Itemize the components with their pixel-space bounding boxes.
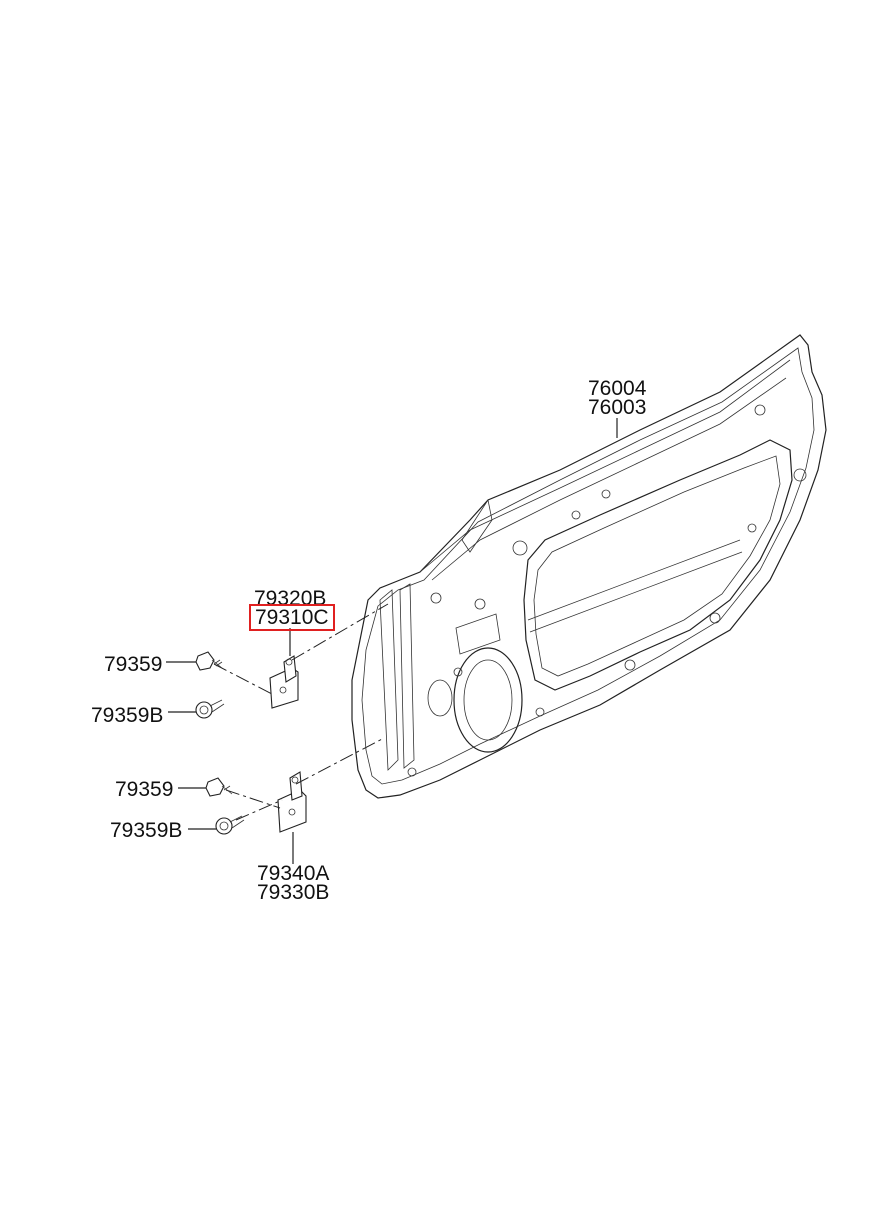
lower-hinge-axis-line xyxy=(295,737,385,785)
lower-hinge xyxy=(277,771,307,833)
upper-bolt-axis-line xyxy=(213,663,273,695)
label-79320B: 79320B xyxy=(254,587,327,610)
lower-bolt-axis-line-a xyxy=(225,789,281,809)
label-79359B-lower: 79359B xyxy=(110,819,183,842)
label-79310C-highlighted: 79310C xyxy=(249,604,335,631)
upper-hinge xyxy=(269,655,299,709)
label-79359B-upper: 79359B xyxy=(91,704,164,727)
label-79330B: 79330B xyxy=(257,881,330,904)
door-shell xyxy=(351,334,827,799)
bolt-79359-lower xyxy=(178,777,233,797)
label-76003: 76003 xyxy=(588,396,647,419)
label-79359-lower: 79359 xyxy=(115,778,174,801)
upper-hinge-axis-line xyxy=(291,603,389,661)
label-76004: 76004 xyxy=(588,377,647,400)
bolt-79359B-upper xyxy=(168,699,225,719)
label-79340A: 79340A xyxy=(257,862,330,885)
lower-bolt-axis-line-b xyxy=(235,799,283,821)
bolt-79359-upper xyxy=(166,651,223,671)
bolt-79359B-lower xyxy=(188,815,245,835)
label-79359-upper: 79359 xyxy=(104,653,163,676)
